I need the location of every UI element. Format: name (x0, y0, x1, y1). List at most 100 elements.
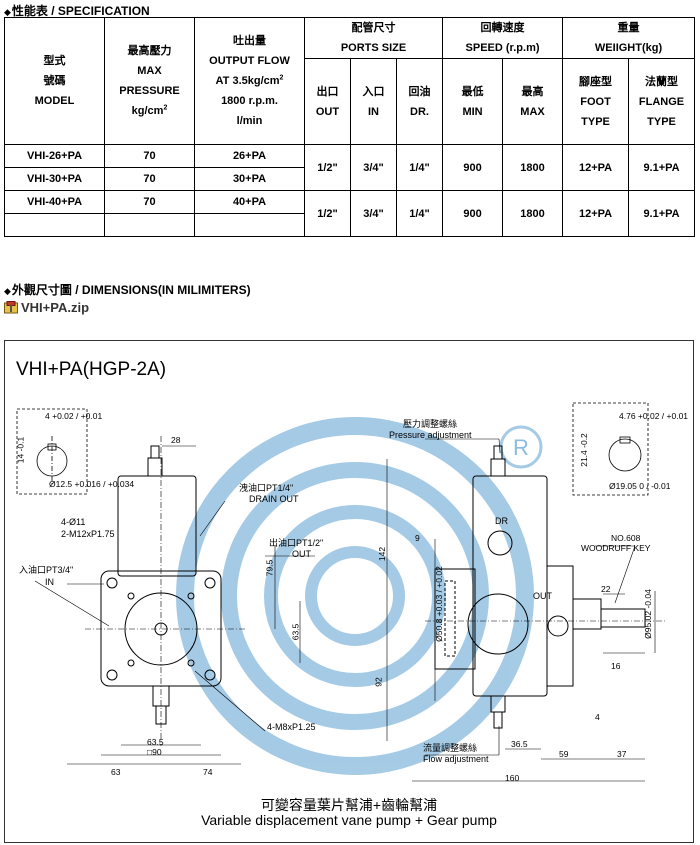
dim-160: 160 (505, 773, 520, 783)
cell-dr: 1/4" (395, 144, 444, 191)
cell-model: VHI-40+PA (4, 190, 105, 214)
label-bolts: 2-M12xP1.75 (61, 529, 115, 539)
dim-22: 22 (601, 584, 611, 594)
cell-pressure: 70 (104, 190, 195, 214)
dim-63: 63 (111, 767, 121, 777)
cell-dr: 1/4" (395, 190, 444, 237)
caption-english: Variable displacement vane pump + Gear p… (201, 812, 497, 828)
keyway-inset-right (572, 402, 649, 496)
zip-filename: VHI+PA.zip (21, 300, 90, 315)
table-row: VHI-30+PA 70 30+PA (4, 167, 695, 191)
technical-drawing-svg: R (16, 402, 665, 782)
label-woodruff-key: WOODRUFF KEY (581, 543, 651, 553)
zip-archive-icon (4, 301, 18, 314)
label-out-zh: 出油口PT1/2" (269, 538, 324, 548)
cell-out: 1/2" (304, 144, 351, 191)
label-flow-zh: 流量調整螺絲 (423, 743, 478, 753)
label-in-zh: 入油口PT3/4" (19, 565, 74, 575)
watermark-logo (176, 417, 543, 775)
dim-shaft: Ø12.5 +0.016 / +0.034 (49, 479, 135, 489)
cell-flange: 9.1+PA (628, 144, 696, 191)
label-mount-holes: 4-Ø11 (61, 517, 86, 527)
dim-50-8: Ø50.8 +0.03 / +0.02 (433, 566, 444, 642)
cell-foot: 12+PA (562, 144, 630, 191)
cell-max: 1800 (502, 190, 564, 237)
table-row: VHI-40+PA 70 40+PA 1/2" 3/4" 1/4" 900 18… (4, 190, 696, 237)
label-in-en: IN (45, 577, 54, 587)
dimensions-section-heading: ◆外觀尺寸圖 / DIMENSIONS(IN MILIMITERS) (4, 283, 251, 297)
label-flow-en: Flow adjustment (423, 754, 489, 764)
dim-92: 92 (373, 677, 384, 687)
dim-142: 142 (377, 546, 388, 562)
table-row: VHI-26+PA 70 26+PA 1/2" 3/4" 1/4" 900 18… (4, 144, 696, 191)
dim-9: 9 (415, 533, 420, 543)
label-drain-en: DRAIN OUT (249, 494, 299, 504)
dimension-drawing: R (4, 340, 694, 843)
cell-max: 1800 (502, 144, 564, 191)
caption-chinese: 可變容量葉片幫浦+齒輪幫浦 (260, 797, 438, 813)
label-pressure-en: Pressure adjustment (389, 430, 472, 440)
dim-59: 59 (559, 749, 569, 759)
dim-74: 74 (203, 767, 213, 777)
cell-out: 1/2" (304, 190, 351, 237)
dim-90-square: □90 (147, 747, 162, 757)
label-out-en: OUT (292, 549, 311, 559)
cell-flange: 9.1+PA (628, 190, 696, 237)
table-row (4, 213, 695, 237)
cell-in: 3/4" (350, 190, 397, 237)
cell-empty (104, 213, 195, 237)
cell-flow: 26+PA (194, 144, 305, 168)
dim-79-5: 79.5 (264, 559, 275, 577)
cell-pressure: 70 (104, 144, 195, 168)
cell-min: 900 (442, 144, 504, 191)
front-dimension-lines (67, 445, 301, 765)
label-out-side: OUT (533, 591, 552, 601)
label-drain-zh: 洩油口PT1/4" (239, 483, 294, 493)
dim-37: 37 (617, 749, 627, 759)
dim-63-5-horizontal: 63.5 (147, 737, 164, 747)
cell-pressure: 70 (104, 167, 195, 191)
cell-model: VHI-30+PA (4, 167, 105, 191)
cell-model: VHI-26+PA (4, 144, 105, 168)
dim-key2-width: 4.76 +0.02 / +0.01 (619, 411, 689, 421)
cell-flow: 30+PA (194, 167, 305, 191)
leader-lines (34, 438, 636, 756)
side-dimension-lines (386, 459, 656, 782)
svg-text:R: R (513, 435, 529, 460)
spec-section-heading: ◆性能表 / SPECIFICATION (4, 4, 150, 18)
label-dr: DR (495, 516, 508, 526)
cell-empty (194, 213, 305, 237)
dim-36-5: 36.5 (511, 739, 528, 749)
dim-63-5-vertical: 63.5 (290, 623, 301, 641)
front-view-pump (85, 436, 245, 746)
dim-16: 16 (611, 661, 621, 671)
cell-min: 900 (442, 190, 504, 237)
dim-28: 28 (171, 435, 181, 445)
cell-empty (4, 213, 105, 237)
cell-flow: 40+PA (194, 190, 305, 214)
drawing-title: VHI+PA(HGP-2A) (16, 359, 167, 380)
dim-key-height: 14 -0.1 (15, 436, 26, 464)
dim-shaft2: Ø19.05 0 / -0.01 (609, 481, 671, 491)
label-m8-bolts: 4-M8xP1.25 (267, 722, 316, 732)
dim-key-width: 4 +0.02 / +0.01 (45, 411, 103, 421)
label-pressure-zh: 壓力調整螺絲 (403, 419, 458, 429)
zip-download-link[interactable]: VHI+PA.zip (4, 300, 89, 315)
dim-95-02: Ø95.02 -0.04 (642, 589, 653, 639)
side-view-pump (425, 445, 665, 729)
label-key-no: NO.608 (611, 533, 641, 543)
cell-in: 3/4" (350, 144, 397, 191)
